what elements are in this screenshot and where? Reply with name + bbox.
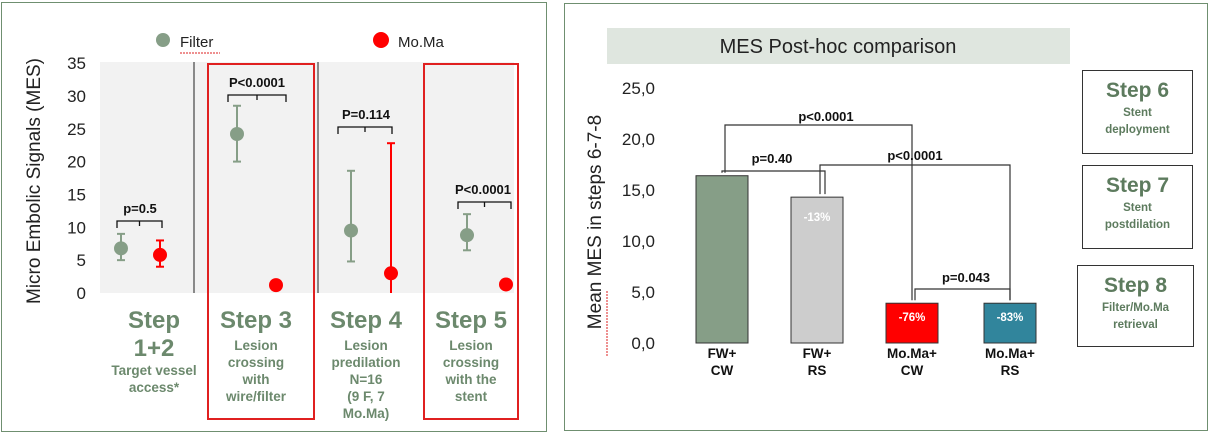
comparison-bracket (724, 124, 913, 301)
step-description: wire/filter (225, 389, 287, 404)
category-label-3: Mo.Ma+ (985, 346, 1035, 361)
step-description: Lesion (344, 338, 388, 353)
y-axis-label: Micro Embolic Signals (MES) (24, 58, 45, 304)
step-8-box: Step 8 Filter/Mo.Ma retrieval (1077, 265, 1194, 347)
legend-marker-moma (373, 32, 389, 48)
step-6-desc-1: Stent (1123, 107, 1152, 119)
y-tick-label-1: 5,0 (631, 283, 655, 302)
chart-title: MES Post-hoc comparison (720, 36, 957, 58)
filter-point (114, 241, 128, 256)
y-tick-label-4: 20 (67, 153, 86, 172)
highlight-box-4 (423, 63, 519, 420)
category-label-3: RS (1001, 363, 1020, 378)
y-tick-label-0: 0 (77, 284, 86, 303)
category-label-0: CW (711, 363, 734, 378)
filter-point (344, 223, 358, 238)
bar-3 (983, 302, 1037, 344)
category-label-1: RS (808, 363, 827, 378)
step-label: Step 3 (220, 307, 292, 334)
moma-point (384, 266, 398, 281)
y-tick-label-4: 20,0 (622, 130, 655, 149)
y-axis-label: Mean MES in steps 6-7-8 (585, 115, 606, 329)
title-band (607, 28, 1070, 64)
step-6-desc-2: deployment (1105, 124, 1170, 136)
y-tick-label-6: 30 (67, 87, 86, 106)
step-description: Lesion (449, 338, 493, 353)
legend-label-moma: Mo.Ma (398, 34, 445, 51)
bar-1 (790, 196, 844, 344)
p-value-label: P<0.0001 (229, 75, 285, 90)
bar-label-3: -83% (997, 312, 1024, 324)
comparison-p-value: p=0.40 (752, 151, 793, 166)
significance-bracket (457, 201, 512, 209)
p-value-label: P<0.0001 (455, 182, 511, 197)
moma-point (153, 247, 167, 262)
y-tick-label-1: 5 (77, 251, 86, 270)
comparison-bracket (914, 288, 1011, 301)
step-description: stent (455, 389, 488, 404)
bar-label-1: -13% (804, 212, 831, 224)
step-label: Step 4 (330, 307, 403, 334)
significance-bracket (337, 126, 393, 134)
bar-2 (885, 302, 939, 344)
step-8-title: Step 8 (1103, 274, 1168, 297)
y-tick-label-3: 15 (67, 185, 86, 204)
step-description: predilation (331, 355, 400, 370)
step-7-title: Step 7 (1105, 174, 1170, 197)
y-tick-label-3: 15,0 (622, 181, 655, 200)
legend-marker-filter (156, 33, 170, 47)
step-6-box: Step 6 Stent deployment (1082, 70, 1193, 154)
step-label-line2: 1+2 (134, 335, 175, 362)
step-description: Lesion (234, 338, 278, 353)
highlight-box-2 (207, 63, 315, 420)
bar-0 (695, 175, 749, 344)
y-tick-label-5: 25 (67, 120, 86, 139)
step-7-box: Step 7 Stent postdilation (1082, 165, 1193, 249)
filter-point (230, 127, 244, 142)
category-label-2: Mo.Ma+ (887, 346, 937, 361)
step-description: (9 F, 7 (347, 389, 385, 404)
y-tick-label-2: 10,0 (622, 232, 655, 251)
comparison-bracket (819, 164, 1011, 301)
y-tick-label-0: 0,0 (631, 334, 655, 353)
step-label: Step 5 (435, 307, 507, 334)
step-description: crossing (443, 355, 499, 370)
step-6-title: Step 6 (1105, 79, 1170, 102)
y-tick-label-5: 25,0 (622, 79, 655, 98)
category-label-0: FW+ (708, 346, 737, 361)
moma-point (269, 278, 283, 293)
plot-area (100, 62, 514, 293)
comparison-p-value: p=0.043 (942, 270, 990, 285)
step-description: with (242, 372, 270, 387)
category-label-1: FW+ (803, 346, 832, 361)
step-7-desc-2: postdilation (1104, 219, 1171, 231)
comparison-p-value: p<0.0001 (887, 148, 942, 163)
step-description: access* (129, 380, 180, 395)
step-description: Target vessel (111, 363, 196, 378)
step-description: crossing (228, 355, 284, 370)
significance-bracket (227, 94, 287, 102)
step-8-desc-1: Filter/Mo.Ma (1101, 302, 1170, 314)
filter-point (460, 228, 474, 243)
legend-label-filter: Filter (180, 34, 213, 51)
step-label: Step (128, 307, 180, 334)
y-tick-label-7: 35 (67, 54, 86, 73)
step-description: Mo.Ma) (343, 406, 390, 421)
moma-point (499, 277, 513, 292)
p-value-label: P=0.114 (342, 107, 391, 122)
comparison-bracket (721, 170, 826, 195)
y-tick-label-2: 10 (67, 218, 86, 237)
significance-bracket (116, 220, 163, 228)
bar-label-2: -76% (899, 312, 926, 324)
p-value-label: p=0.5 (123, 201, 157, 216)
comparison-p-value: p<0.0001 (798, 109, 853, 124)
step-7-desc-1: Stent (1123, 202, 1152, 214)
category-label-2: CW (901, 363, 924, 378)
step-description: N=16 (350, 372, 383, 387)
step-8-desc-2: retrieval (1113, 319, 1158, 331)
step-description: with the (445, 372, 497, 387)
